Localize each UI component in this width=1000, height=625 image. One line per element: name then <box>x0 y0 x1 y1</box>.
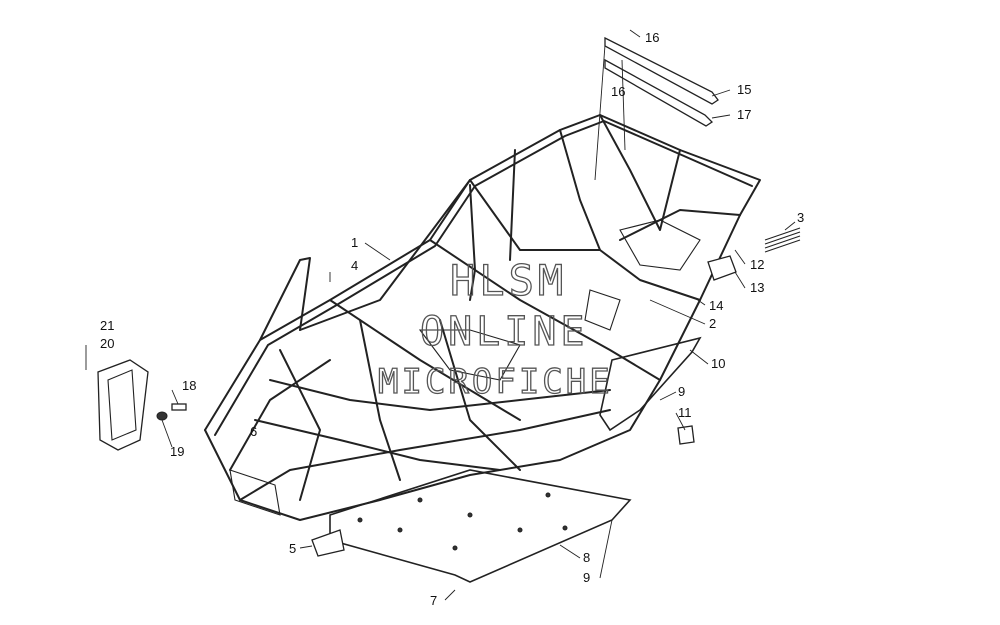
bracket-lower <box>311 529 345 557</box>
callout-21: 21 <box>100 318 114 333</box>
callout-7: 7 <box>430 593 437 608</box>
callout-11: 11 <box>678 405 692 420</box>
callout-20: 20 <box>100 336 114 351</box>
callout-12: 12 <box>750 257 764 272</box>
callout-15: 15 <box>737 82 751 97</box>
callout-18: 18 <box>182 378 196 393</box>
callout-10: 10 <box>711 356 725 371</box>
headlight-housing <box>85 345 149 451</box>
cargo-rails <box>594 36 719 181</box>
callout-2: 2 <box>709 316 716 331</box>
callout-9b: 9 <box>583 570 590 585</box>
leader-lines <box>161 29 796 601</box>
bracket <box>707 255 737 281</box>
skid-plate-holes <box>357 492 568 551</box>
main-frame <box>204 114 761 521</box>
bolt-and-washer <box>156 403 187 421</box>
callout-3: 3 <box>797 210 804 225</box>
callout-19: 19 <box>170 444 184 459</box>
callout-17: 17 <box>737 107 751 122</box>
callout-9a: 9 <box>678 384 685 399</box>
watermark-line3: MICROFICHE <box>378 362 613 402</box>
skid-plate <box>329 469 632 583</box>
callout-16b: 16 <box>611 84 625 99</box>
callout-labels: 1 2 3 4 5 6 7 8 9 9 10 11 12 13 14 15 16… <box>100 30 804 608</box>
callout-16a: 16 <box>645 30 659 45</box>
callout-6: 6 <box>250 424 257 439</box>
watermark-line1: HLSM <box>450 256 567 305</box>
screen-mesh <box>764 227 801 253</box>
callout-14: 14 <box>709 298 723 313</box>
watermark-line2: ONLINE <box>420 309 589 355</box>
watermark: HLSM ONLINE MICROFICHE <box>377 255 613 402</box>
callout-8: 8 <box>583 550 590 565</box>
callout-5: 5 <box>289 541 296 556</box>
floor-plate <box>599 336 702 432</box>
mount <box>677 425 695 445</box>
callout-13: 13 <box>750 280 764 295</box>
callout-1: 1 <box>351 235 358 250</box>
callout-4: 4 <box>351 258 358 273</box>
